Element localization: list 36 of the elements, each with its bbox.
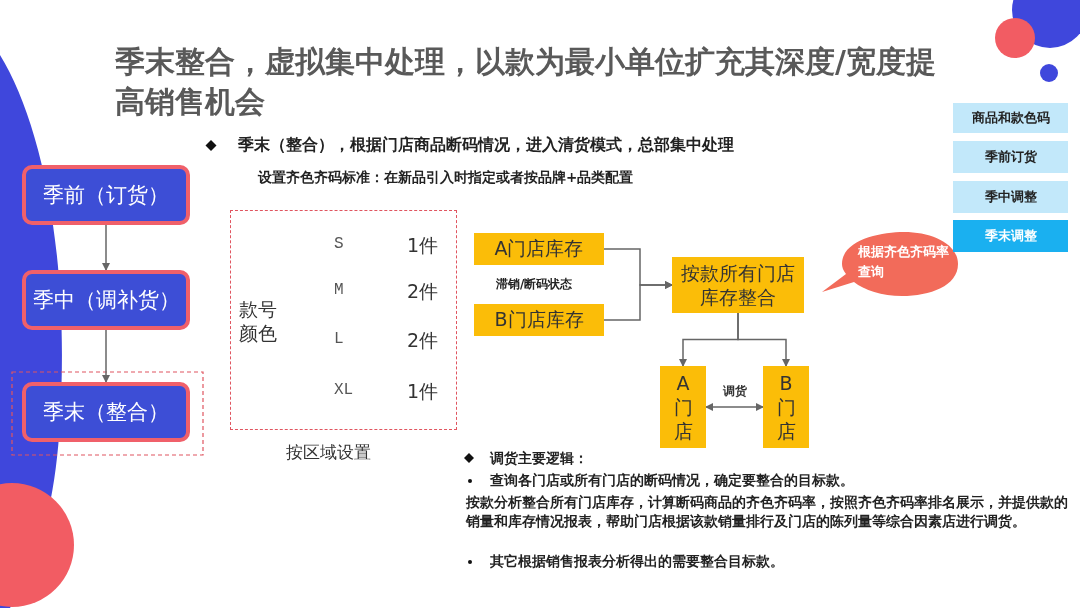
caption-text: 按区域设置 [286,441,371,464]
cell-text: 1件 [407,233,439,258]
cell-text: XL [334,381,354,399]
arrow [603,281,673,321]
paragraph-text: 按款分析整合所有门店库存，计算断码商品的齐色齐码率，按照齐色齐码率排名展示，并提供款的销量和库存情况报表，帮助门店根据该款销量排行及门店的陈列量等综合因素店进行调货。 [466,493,1069,531]
note-text: 设置齐色齐码标准：在新品引入时指定或者按品牌+品类配置 [258,169,634,187]
bullet-text: 季末（整合），根据门店商品断码情况，进入清货模式，总部集中处理 [238,135,734,156]
store-box: B门店库存 [474,304,604,336]
merge-box: 按款所有门店库存整合 [672,257,804,313]
cell-text: S [334,235,344,253]
arrow [705,403,764,411]
bullet-text: 查询各门店或所有门店的断码情况，确定要整合的目标款。 [490,472,854,490]
store-box: A门店 [660,366,706,448]
tab-box: 季中调整 [953,181,1068,213]
cell-text: 款号颜色 [239,297,278,345]
store-box: B门店 [763,366,809,448]
slide-title: 季末整合，虚拟集中处理，以款为最小单位扩充其深度/宽度提高销售机会 [115,43,937,121]
stage-box: 季末（整合） [22,382,190,442]
tab-box: 季末调整 [953,220,1068,252]
stage-box: 季中（调补货） [22,270,190,330]
store-box: A门店库存 [474,233,604,265]
bullet-text: 调货主要逻辑： [490,450,588,468]
tab-box: 季前订货 [953,141,1068,173]
bullet-text: 其它根据销售报表分析得出的需要整合目标款。 [490,553,784,571]
tab-box: 商品和款色码 [953,103,1068,133]
cell-text: 1件 [407,379,439,404]
arrow [737,312,790,367]
cell-text: 2件 [407,279,439,304]
cell-text: M [334,281,344,299]
cell-text: L [334,330,344,348]
arrow [102,224,110,271]
arrow [102,329,110,383]
cell-text: 2件 [407,328,439,353]
speech-bubble: 根据齐色齐码率查询 [820,230,960,298]
status-label: 滞销/断码状态 [496,276,573,293]
stage-box: 季前（订货） [22,165,190,225]
